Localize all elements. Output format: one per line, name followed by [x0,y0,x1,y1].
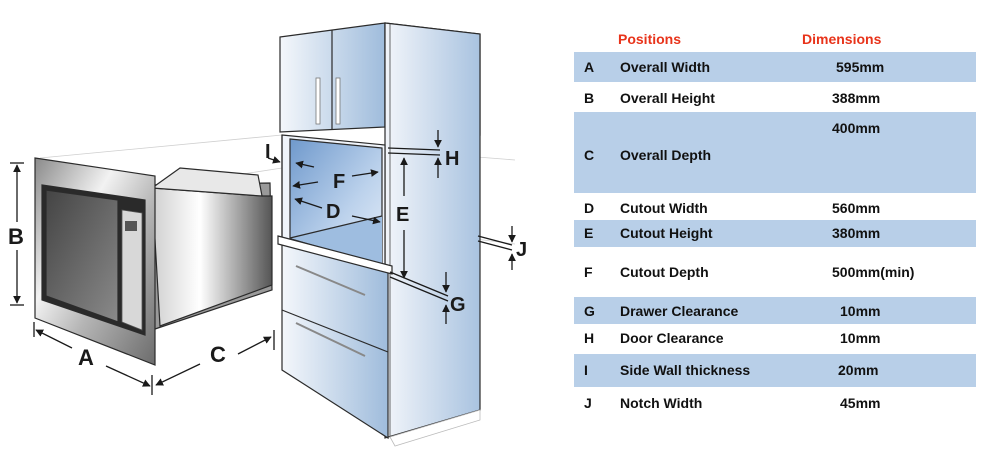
table-row: B Overall Height 388mm [574,82,976,112]
table-row: C Overall Depth 400mm [574,112,976,193]
row-value: 380mm [832,225,881,241]
dimension-arrows [10,130,516,395]
label-i: I [265,141,271,163]
dimensions-header: Dimensions [802,31,882,47]
lower-drawers [277,235,393,440]
installation-diagram: B A C I F D E H G J [8,22,527,447]
row-code: G [584,303,595,319]
oven-cavity [281,134,386,271]
row-name: Door Clearance [620,330,724,346]
row-value: 388mm [832,90,881,106]
label-f: F [333,171,345,193]
row-name: Side Wall thickness [620,362,751,378]
microwave-oven [34,157,273,366]
table-header: Positions Dimensions [574,28,976,52]
table-row: I Side Wall thickness 20mm [574,354,976,387]
row-value: 595mm [836,59,885,75]
row-code: A [584,59,595,75]
row-code: H [584,330,595,346]
table-row: E Cutout Height 380mm [574,220,976,247]
row-code: F [584,264,593,280]
label-g: G [450,294,466,316]
label-c: C [210,342,226,367]
row-name: Notch Width [620,395,703,411]
row-name: Cutout Depth [620,264,709,280]
row-name: Overall Width [620,59,711,75]
row-name: Drawer Clearance [620,303,739,319]
table-row: J Notch Width 45mm [574,387,976,420]
row-value: 500mm(min) [832,264,915,280]
row-name: Cutout Width [620,200,708,216]
row-value: 10mm [840,330,881,346]
row-code: J [584,395,592,411]
tall-side-panel [384,22,481,447]
row-code: I [584,362,588,378]
table-row: H Door Clearance 10mm [574,324,976,354]
row-value: 45mm [840,395,881,411]
label-b: B [8,224,24,249]
row-code: E [584,225,594,241]
table-row: A Overall Width 595mm [574,52,976,82]
row-value: 400mm [832,120,881,136]
table-row: G Drawer Clearance 10mm [574,297,976,324]
positions-header: Positions [618,31,682,47]
row-value: 560mm [832,200,881,216]
table-row: F Cutout Depth 500mm(min) [574,247,976,297]
row-name: Overall Depth [620,147,712,163]
row-code: C [584,147,595,163]
row-code: D [584,200,595,216]
label-d: D [326,201,340,223]
row-name: Overall Height [620,90,715,106]
row-value: 10mm [840,303,881,319]
label-a: A [78,345,94,370]
row-code: B [584,90,595,106]
dimensions-table: Positions Dimensions A Overall Width 595… [574,28,976,420]
table-row: D Cutout Width 560mm [574,193,976,220]
row-value: 20mm [838,362,879,378]
label-e: E [396,204,409,226]
label-h: H [445,148,459,170]
label-j: J [516,239,527,261]
row-name: Cutout Height [620,225,713,241]
